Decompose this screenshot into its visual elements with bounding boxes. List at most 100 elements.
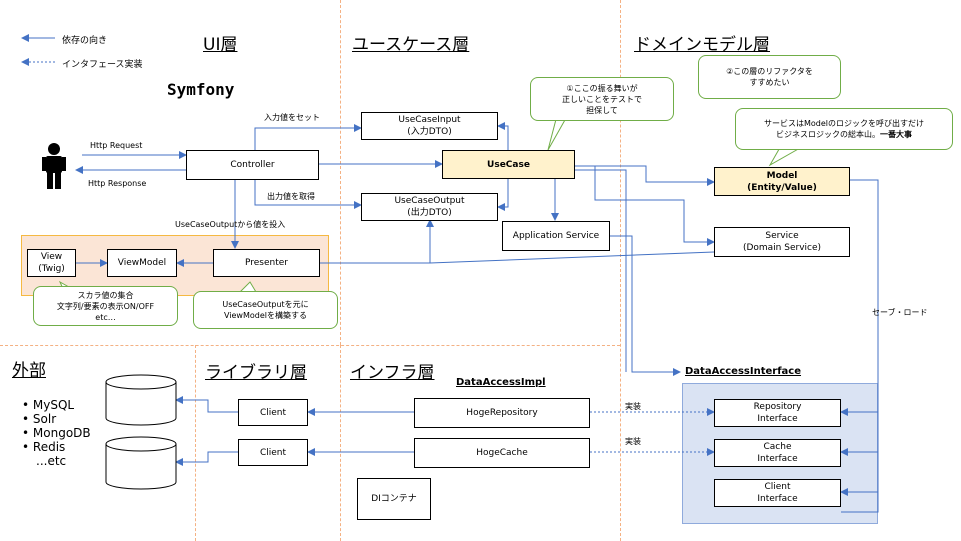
callout-viewmodel-line-3: etc…: [95, 312, 116, 322]
application-service-label: Application Service: [512, 231, 600, 241]
external-item-redis: • Redis: [22, 440, 66, 454]
divider-ui-usecase: [340, 0, 341, 345]
hoge-repository-box[interactable]: HogeRepository: [414, 398, 590, 428]
usecase-input-label-2: (入力DTO): [407, 127, 452, 137]
application-service-box[interactable]: Application Service: [502, 221, 610, 251]
label-save-load: セーブ・ロード: [872, 308, 928, 317]
legend-dependency: 依存の向き: [62, 36, 108, 46]
usecase-input-label-1: UseCaseInput: [398, 115, 461, 125]
view-box[interactable]: View (Twig): [27, 249, 76, 277]
callout-service-line-2: ビジネスロジックの総本山。一番大事: [776, 129, 912, 140]
usecase-output-label-2: (出力DTO): [407, 208, 452, 218]
controller-box[interactable]: Controller: [186, 150, 319, 180]
database-icon-1: [106, 375, 176, 425]
legend-implementation: インタフェース実装: [62, 60, 143, 70]
layer-ui: UI層: [203, 35, 238, 55]
callout-test: ①ここの振る舞いが 正しいことをテストで 担保して: [530, 77, 674, 121]
layer-library: ライブラリ層: [205, 363, 307, 383]
callout-viewmodel-line-1: スカラ値の集合: [77, 290, 134, 300]
divider-library-infra: [340, 345, 341, 541]
model-label-1: Model: [766, 170, 798, 181]
callout-refactor-line-2: すすめたい: [749, 78, 790, 87]
external-redis-label: Redis: [32, 440, 66, 454]
divider-usecase-domain: [620, 0, 621, 541]
hoge-cache-box[interactable]: HogeCache: [414, 438, 590, 468]
callout-presenter-line-2: ViewModelを構築する: [223, 311, 307, 320]
external-item-etc: ...etc: [22, 454, 91, 468]
usecase-label: UseCase: [487, 159, 530, 170]
presenter-box[interactable]: Presenter: [213, 249, 320, 277]
di-container-label: DIコンテナ: [371, 494, 417, 504]
external-mongodb-label: MongoDB: [32, 426, 91, 440]
label-impl-1: 実装: [625, 402, 641, 411]
domain-service-box[interactable]: Service (Domain Service): [714, 227, 850, 257]
callout-presenter: UseCaseOutputを元に ViewModelを構築する: [193, 291, 338, 329]
external-etc-label: ...etc: [36, 454, 67, 468]
callout-service-emph: 一番大事: [880, 130, 912, 139]
callout-service-line-1: サービスはModelのロジックを呼び出すだけ: [763, 119, 925, 128]
client-interface-label-2: Interface: [757, 494, 798, 504]
client-box-2[interactable]: Client: [238, 439, 308, 466]
layer-domain: ドメインモデル層: [634, 35, 770, 55]
usecase-output-box[interactable]: UseCaseOutput (出力DTO): [361, 193, 498, 221]
external-list: • MySQL • Solr • MongoDB • Redis ...etc: [22, 398, 91, 468]
view-label-1: View: [40, 252, 63, 262]
usecase-output-label-1: UseCaseOutput: [394, 196, 465, 206]
callout-viewmodel: スカラ値の集合 文字列/要素の表示ON/OFF etc…: [33, 286, 178, 326]
domain-service-label-1: Service: [765, 231, 799, 241]
viewmodel-box[interactable]: ViewModel: [107, 249, 177, 277]
cache-interface-label-1: Cache: [763, 442, 792, 452]
external-item-mongodb: • MongoDB: [22, 426, 91, 440]
person-icon: [42, 143, 66, 189]
client-label-1: Client: [259, 407, 287, 418]
client-label-2: Client: [259, 447, 287, 458]
external-item-solr: • Solr: [22, 412, 57, 426]
label-get-output: 出力値を取得: [267, 192, 315, 201]
database-icon-2: [106, 437, 176, 489]
callout-service-line-2-text: ビジネスロジックの総本山。: [776, 130, 880, 139]
viewmodel-label: ViewModel: [117, 258, 167, 268]
external-solr-label: Solr: [32, 412, 57, 426]
label-set-input: 入力値をセット: [264, 113, 320, 122]
callout-presenter-line-1: UseCaseOutputを元に: [222, 300, 309, 309]
data-access-impl-heading: DataAccessImpl: [456, 377, 546, 388]
callout-refactor: ②この層のリファクタを すすめたい: [698, 55, 841, 99]
layer-infra: インフラ層: [350, 363, 435, 383]
divider-horizontal: [0, 345, 620, 346]
usecase-input-box[interactable]: UseCaseInput (入力DTO): [361, 112, 498, 140]
external-mysql-label: MySQL: [32, 398, 75, 412]
layer-external: 外部: [12, 361, 46, 381]
callout-refactor-line-1: ②この層のリファクタを: [726, 67, 813, 76]
model-label-2: (Entity/Value): [747, 182, 817, 193]
usecase-box[interactable]: UseCase: [442, 150, 575, 179]
domain-service-label-2: (Domain Service): [742, 243, 822, 253]
repository-interface-label-2: Interface: [757, 414, 798, 424]
label-inject-output: UseCaseOutputから値を投入: [175, 220, 286, 229]
cache-interface-label-2: Interface: [757, 454, 798, 464]
callout-test-line-3: 担保して: [586, 105, 618, 115]
label-http-request: Http Request: [90, 141, 143, 150]
layer-usecase: ユースケース層: [352, 35, 470, 55]
view-label-2: (Twig): [38, 264, 65, 274]
model-box[interactable]: Model(Entity/Value): [714, 167, 850, 196]
callout-service: サービスはModelのロジックを呼び出すだけ ビジネスロジックの総本山。一番大事: [735, 108, 953, 150]
label-http-response: Http Response: [88, 179, 147, 188]
data-access-interface-heading: DataAccessInterface: [685, 366, 802, 377]
hoge-repository-label: HogeRepository: [466, 408, 538, 418]
framework-label: Symfony: [167, 80, 235, 99]
client-box-1[interactable]: Client: [238, 399, 308, 426]
callout-test-line-1: ①ここの振る舞いが: [566, 83, 638, 93]
di-container-box[interactable]: DIコンテナ: [357, 478, 431, 520]
presenter-label: Presenter: [244, 258, 288, 268]
external-item-mysql: • MySQL: [22, 398, 75, 412]
client-interface-label-1: Client: [764, 482, 791, 492]
callout-test-line-2: 正しいことをテストで: [562, 94, 642, 104]
hoge-cache-label: HogeCache: [476, 448, 528, 458]
label-impl-2: 実装: [625, 437, 641, 446]
divider-external-library: [195, 345, 196, 541]
repository-interface-label-1: Repository: [753, 402, 802, 412]
controller-label: Controller: [230, 160, 275, 170]
